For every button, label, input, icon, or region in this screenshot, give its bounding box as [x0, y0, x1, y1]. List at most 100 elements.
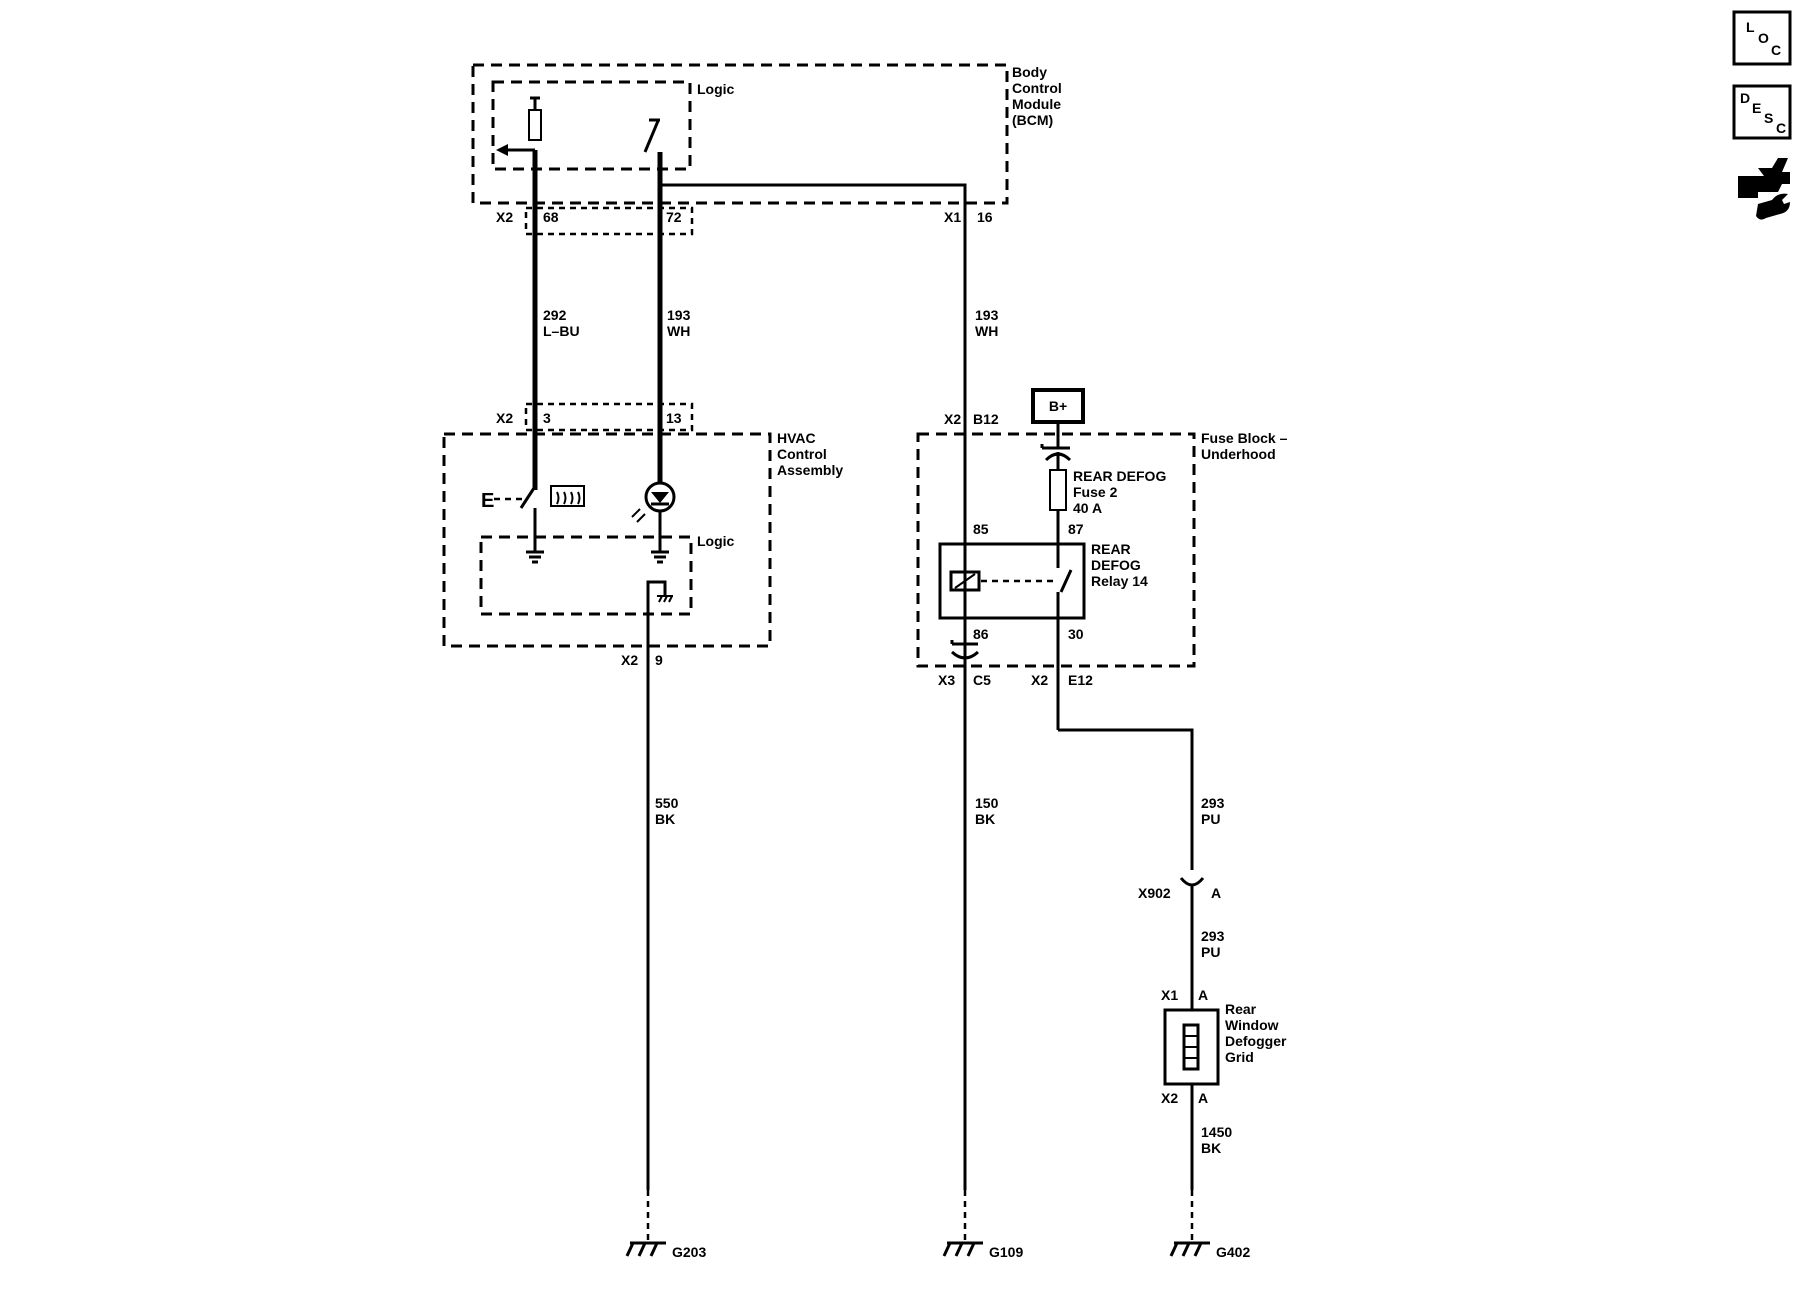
hvac-logic-ground-wire: [646, 580, 667, 658]
loc-icon-frame[interactable]: [1732, 10, 1792, 66]
fuse-block-label-line1: Fuse Block –: [1201, 430, 1288, 446]
defogger-label-line3: Defogger: [1225, 1033, 1287, 1049]
grid-x1-name: X1: [1161, 987, 1178, 1003]
wire-292-circuit: 292: [543, 307, 567, 323]
bcm-label-line4: (BCM): [1012, 112, 1053, 128]
bcm-label-line1: Body: [1012, 64, 1047, 80]
relay-pin-86: 86: [973, 626, 989, 642]
bcm-resistor-icon: [528, 109, 542, 141]
fuse-label-line1: REAR DEFOG: [1073, 468, 1166, 484]
fuse-label-line2: Fuse 2: [1073, 484, 1118, 500]
wire-550-circuit: 550: [655, 795, 679, 811]
relay-pin-30: 30: [1068, 626, 1084, 642]
desc-letter-d: D: [1740, 90, 1750, 106]
x902-pin-a: A: [1211, 885, 1221, 901]
bcm-label-line2: Control: [1012, 80, 1062, 96]
ground-g402-hatch: [1169, 1242, 1203, 1257]
connector-shape-icon[interactable]: [1738, 158, 1790, 198]
bcm-switch-blade-icon: [643, 120, 660, 153]
desc-letter-c: C: [1776, 120, 1786, 136]
wire-150-color: BK: [975, 811, 995, 827]
desc-letter-s: S: [1764, 110, 1773, 126]
bcm-logic-label: Logic: [697, 81, 735, 97]
hvac-label-line3: Assembly: [777, 462, 843, 478]
fuse-block-label-line2: Underhood: [1201, 446, 1276, 462]
relay-label-line1: REAR: [1091, 541, 1131, 557]
bcm-x2-pin-72: 72: [666, 209, 682, 225]
desc-icon-frame[interactable]: [1732, 84, 1792, 140]
bcm-label-line3: Module: [1012, 96, 1061, 112]
wrench-connector-icon[interactable]: [1738, 158, 1790, 220]
bcm-x2-name: X2: [496, 209, 513, 225]
wire-193-hvac-circuit: 193: [667, 307, 691, 323]
wire-193-relay-circuit: 193: [975, 307, 999, 323]
ground-g203-hatch: [625, 1242, 659, 1257]
grid-x2-pin-a: A: [1198, 1090, 1208, 1106]
ground-g203: G203: [625, 1190, 706, 1260]
hvac-logic-label: Logic: [697, 533, 735, 549]
wire-293-upper-color: PU: [1201, 811, 1220, 827]
hvac-x2-top-name: X2: [496, 410, 513, 426]
x902-name: X902: [1138, 885, 1171, 901]
relay-contact-icon: [1059, 569, 1073, 593]
hvac-label-line1: HVAC: [777, 430, 816, 446]
fuse-x2-pin-e12: E12: [1068, 672, 1093, 688]
bcm-logic-box: [491, 80, 692, 171]
bcm-module: Logic Body Control Module (BCM): [471, 63, 1062, 205]
bcm-x1-pin-16: 16: [977, 209, 993, 225]
hvac-x2-pin-9: 9: [655, 652, 663, 668]
wire-1450-circuit: 1450: [1201, 1124, 1232, 1140]
defogger-label-line4: Grid: [1225, 1049, 1254, 1065]
rear-defog-relay-box: [938, 542, 1086, 620]
wire-193-relay: [660, 183, 967, 640]
fuse-block-inline-connector-icon: [1040, 444, 1072, 462]
relay-coil-diagonal: [954, 573, 976, 589]
fuse-x2-pin-b12: B12: [973, 411, 999, 427]
fuse-x3-pin-c5: C5: [973, 672, 991, 688]
relay-coil-icon: [949, 570, 981, 592]
ground-g109-hatch: [942, 1242, 976, 1257]
relay-pin-87: 87: [1068, 521, 1084, 537]
x902-inline-connector-icon: [1179, 877, 1205, 887]
hvac-control-assembly: Logic HVAC Control Assembly E: [442, 430, 843, 658]
relay-label-line2: DEFOG: [1091, 557, 1141, 573]
bcm-x2-pin-68: 68: [543, 209, 559, 225]
bcm-outline: [471, 63, 1009, 205]
ground-g109: G109: [942, 1190, 1023, 1260]
wire-293-lower-color: PU: [1201, 944, 1220, 960]
wire-293-upper-circuit: 293: [1201, 795, 1225, 811]
ground-g109-label: G109: [989, 1244, 1023, 1260]
fuse-label-line3: 40 A: [1073, 500, 1102, 516]
desc-icon[interactable]: D E S C: [1732, 84, 1792, 140]
wire-293-upper: [1058, 728, 1194, 870]
bcm-x1-name: X1: [944, 209, 961, 225]
wire-292-color: L–BU: [543, 323, 580, 339]
hvac-switch-blade-icon: [519, 487, 536, 509]
hvac-x2-pin-3: 3: [543, 410, 551, 426]
fuse-block-outline: [916, 432, 1196, 668]
loc-icon[interactable]: L O C: [1732, 10, 1792, 66]
hvac-label-line2: Control: [777, 446, 827, 462]
ground-g402: G402: [1169, 1190, 1250, 1260]
chassis-ground-hatch: [658, 595, 673, 603]
defogger-label-line1: Rear: [1225, 1001, 1257, 1017]
relay-label-line3: Relay 14: [1091, 573, 1148, 589]
bcm-input-arrow-icon: [496, 144, 508, 156]
wire-1450-color: BK: [1201, 1140, 1221, 1156]
wrench-shape-icon[interactable]: [1756, 193, 1790, 220]
relay-pin-85: 85: [973, 521, 989, 537]
grid-x1-pin-a: A: [1198, 987, 1208, 1003]
fuse-x2-bottom-name: X2: [1031, 672, 1048, 688]
hvac-x2-top-connector: [524, 402, 694, 432]
led-diode-icon: [651, 492, 669, 503]
rear-defog-fuse-icon: [1049, 469, 1067, 511]
loc-letter-c: C: [1771, 42, 1781, 58]
hvac-x2-pin-13: 13: [666, 410, 682, 426]
loc-letter-l: L: [1746, 19, 1755, 35]
wire-150-circuit: 150: [975, 795, 999, 811]
grid-x2-name: X2: [1161, 1090, 1178, 1106]
hvac-x2-bottom-name: X2: [621, 652, 638, 668]
ground-g402-label: G402: [1216, 1244, 1250, 1260]
defogger-label-line2: Window: [1225, 1017, 1279, 1033]
